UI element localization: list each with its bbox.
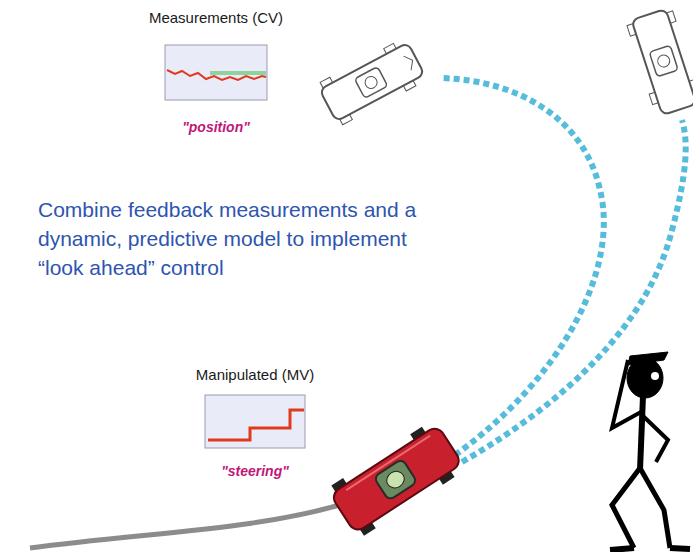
white-car [626, 7, 693, 117]
signal-tag: "steering" [221, 463, 289, 479]
cv-chart [165, 45, 267, 100]
stick-man [610, 352, 690, 550]
lead-text: Combine feedback measurements and a dyna… [38, 195, 458, 282]
chart-title: Manipulated (MV) [196, 366, 314, 383]
setpoint-line [210, 71, 266, 75]
white-car [317, 37, 428, 126]
road [30, 502, 350, 548]
mv-chart [205, 395, 305, 448]
red-car [326, 419, 466, 539]
path-right [462, 120, 686, 462]
chart-title: Measurements (CV) [149, 9, 283, 26]
steering-trace [208, 410, 304, 440]
signal-tag: "position" [182, 119, 250, 135]
position-trace [167, 70, 266, 80]
path-left [440, 78, 604, 455]
